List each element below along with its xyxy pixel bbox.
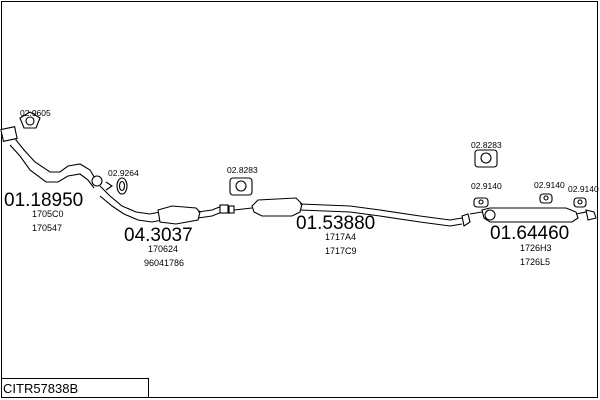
rear-ref-1: 1726H3 — [520, 243, 552, 253]
front-pipe — [0, 126, 103, 189]
hanger-1-label: 02.9140 — [471, 181, 502, 191]
rear-number: 01.64460 — [490, 223, 569, 244]
gasket-front — [19, 111, 41, 129]
ring-1-label: 02.9264 — [108, 168, 139, 178]
front-pipe-ref-2: 170547 — [32, 223, 62, 233]
mount-1-label: 02.8283 — [227, 165, 258, 175]
mount-2-label: 02.8283 — [471, 140, 502, 150]
middle-number: 01.53880 — [296, 213, 375, 234]
rubber-mount-1 — [229, 177, 253, 196]
hanger-2 — [539, 193, 553, 204]
drawing-reference: CITR57838B — [1, 378, 149, 398]
intermediate-number: 04.3037 — [124, 225, 193, 246]
middle-ref-2: 1717C9 — [325, 246, 357, 256]
hanger-3-label: 02.9140 — [568, 184, 599, 194]
middle-silencer — [233, 197, 471, 227]
hanger-1 — [473, 197, 489, 208]
intermediate-ref-1: 170624 — [148, 244, 178, 254]
gasket-front-label: 02.9605 — [20, 108, 51, 118]
hanger-3 — [573, 197, 587, 208]
ring-1 — [105, 177, 128, 195]
intermediate-pipe — [99, 185, 235, 225]
hanger-2-label: 02.9140 — [534, 180, 565, 190]
front-pipe-number: 01.18950 — [4, 190, 83, 211]
rear-silencer — [469, 207, 597, 223]
intermediate-ref-2: 96041786 — [144, 258, 184, 268]
middle-ref-1: 1717A4 — [325, 232, 356, 242]
front-pipe-ref-1: 1705C0 — [32, 209, 64, 219]
rear-ref-2: 1726L5 — [520, 257, 550, 267]
rubber-mount-2 — [474, 149, 498, 168]
